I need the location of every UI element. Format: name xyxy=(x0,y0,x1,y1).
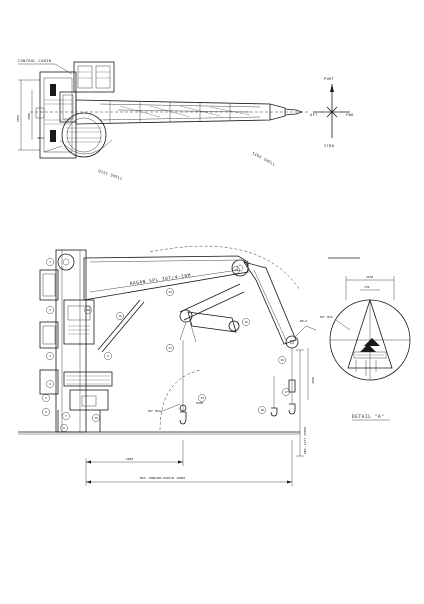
callout-number: 3 xyxy=(49,354,51,358)
svg-text:GRAY: GRAY xyxy=(37,136,44,140)
dim-right-small: 2500 xyxy=(311,377,315,384)
control-cabin-label: CONTROL CABIN xyxy=(18,59,51,63)
callout-bubble xyxy=(232,266,240,274)
callout-bubble xyxy=(46,306,54,314)
callout-number: 17 xyxy=(284,390,288,394)
callout-number: 5 xyxy=(45,396,47,400)
callout-bubble xyxy=(46,258,54,266)
callout-number: 8 xyxy=(63,426,65,430)
view-disc-shell: DISC SHELL xyxy=(98,169,124,181)
dim-bottom-inner: 5840 xyxy=(126,457,133,461)
callout-bubble xyxy=(282,388,290,396)
callout-bubble xyxy=(242,318,250,326)
callout-number: 6 xyxy=(45,410,47,414)
callout-number: 11 xyxy=(168,346,172,350)
callout-bubble xyxy=(42,394,50,402)
compass-rose: PORT AFT FWD STBD xyxy=(310,77,354,148)
detail-dim-inner: 750 xyxy=(364,285,370,289)
compass-stbd: STBD xyxy=(324,144,334,148)
callout-number: 2 xyxy=(49,308,51,312)
detail-angle-label: 80° MAX xyxy=(320,315,333,319)
callout-bubble xyxy=(104,352,112,360)
plan-dim-left-sub: 3090 xyxy=(27,113,31,120)
svg-text:Ø0.6: Ø0.6 xyxy=(300,318,307,323)
callout-number: 15 xyxy=(244,320,248,324)
callout-bubble xyxy=(198,394,206,402)
detail-dim-top: 4100 xyxy=(366,275,373,279)
callout-number: 20 xyxy=(86,308,90,312)
callout-number: 1 xyxy=(49,260,51,264)
callout-bubble xyxy=(92,414,100,422)
boom-label: HAGAN SPL 30T/4-10M xyxy=(129,272,191,287)
callout-bubble xyxy=(166,344,174,352)
callout-number: 10 xyxy=(118,314,122,318)
callout-bubble xyxy=(46,352,54,360)
plan-view: CONTROL CABIN 6040 3090 GRAY xyxy=(16,59,310,181)
angle-label-left: 80° MAX xyxy=(148,409,161,413)
callout-number: 4 xyxy=(49,382,51,386)
callout-number: 13 xyxy=(200,396,204,400)
callout-bubble xyxy=(42,408,50,416)
callout-bubble xyxy=(84,306,92,314)
callout-bubble xyxy=(62,412,70,420)
elevation-view: HAGAN SPL 30T/4-10M Ø0.6 xyxy=(18,245,317,486)
compass-aft: AFT xyxy=(310,113,318,117)
callout-bubble xyxy=(116,312,124,320)
compass-port: PORT xyxy=(324,77,335,81)
dim-right-vertical: REQ. LIFT 20000 xyxy=(303,427,307,454)
callout-number: 16 xyxy=(280,358,284,362)
compass-fwd: FWD xyxy=(346,113,354,117)
callout-bubble xyxy=(278,356,286,364)
dim-bottom-outer: MAX. WORKING RADIUS 10000 xyxy=(140,476,185,480)
detail-a: 4100 750 80° MAX DETAIL "A" xyxy=(320,257,411,421)
callout-bubble xyxy=(46,380,54,388)
callout-bubble xyxy=(166,288,174,296)
callout-number: 12 xyxy=(168,290,172,294)
callout-number: 9 xyxy=(107,354,109,358)
detail-title: DETAIL "A" xyxy=(352,414,384,420)
callout-number: 7 xyxy=(65,414,67,418)
callout-number: 19 xyxy=(94,416,98,420)
hook-label: HOOK xyxy=(196,401,203,405)
callout-number: 14 xyxy=(234,268,238,272)
view-side-shell: SIDE SHELL xyxy=(252,151,277,167)
plan-dim-left: 6040 xyxy=(16,115,20,122)
callout-number: 18 xyxy=(260,408,264,412)
callout-bubble xyxy=(60,424,68,432)
callout-bubble xyxy=(258,406,266,414)
